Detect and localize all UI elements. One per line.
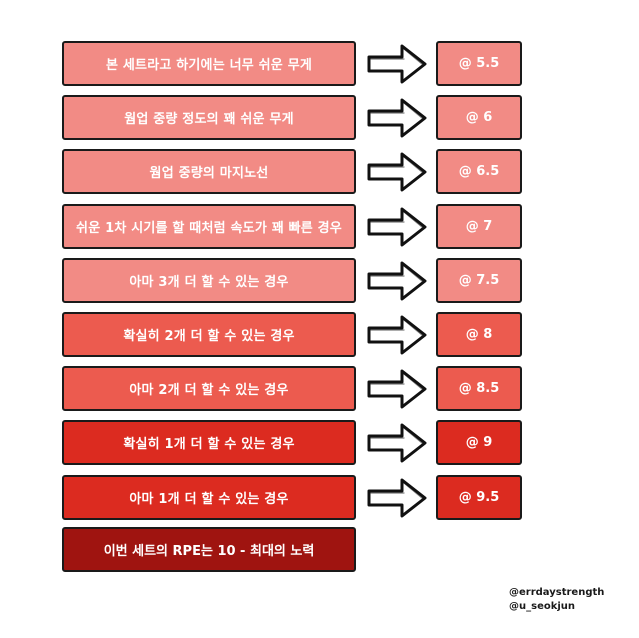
description-label: 아마 2개 더 할 수 있는 경우 (129, 383, 289, 399)
description-label: 확실히 2개 더 할 수 있는 경우 (123, 329, 295, 344)
right-arrow-icon (366, 97, 428, 139)
credit-handle-1: @errdaystrength (509, 587, 605, 598)
rpe-row: 확실히 2개 더 할 수 있는 경우 @ 8 (0, 312, 639, 357)
description-label: 웜업 중량 정도의 꽤 쉬운 무게 (124, 112, 294, 128)
rpe-value-box: @ 9.5 (436, 474, 522, 520)
rpe-value-label: @ 9 (465, 435, 493, 451)
description-label: 아마 1개 더 할 수 있는 경우 (129, 491, 289, 507)
rpe-value-label: @ 8.5 (458, 381, 500, 397)
rpe-value-label: @ 5.5 (458, 56, 500, 71)
description-box: 아마 2개 더 할 수 있는 경우 (62, 366, 356, 412)
credit-handle-2: @u_seokjun (509, 601, 576, 612)
description-label: 웜업 중량의 마지노선 (149, 166, 269, 182)
right-arrow-icon (366, 43, 428, 85)
rpe-value-label: @ 7 (465, 218, 493, 234)
description-box: 쉬운 1차 시기를 할 때처럼 속도가 꽤 빠른 경우 (62, 203, 356, 249)
rpe-value-box: @ 8 (436, 312, 522, 357)
rpe-row: 아마 2개 더 할 수 있는 경우 @ 8.5 (0, 366, 639, 412)
rpe-value-label: @ 7.5 (458, 272, 500, 288)
right-arrow-icon (366, 206, 428, 248)
rpe-value-label: @ 6.5 (458, 164, 500, 180)
rpe-row: 웜업 중량 정도의 꽤 쉬운 무게 @ 6 (0, 95, 639, 141)
rpe-value-box: @ 5.5 (436, 41, 522, 86)
rpe-row: 아마 3개 더 할 수 있는 경우 @ 7.5 (0, 257, 639, 303)
rpe-value-box: @ 8.5 (436, 366, 522, 412)
description-label: 확실히 1개 더 할 수 있는 경우 (123, 437, 295, 453)
description-box: 웜업 중량의 마지노선 (62, 149, 356, 195)
rpe-value-box: @ 6 (436, 95, 522, 141)
rpe-value-label: @ 9.5 (458, 489, 500, 505)
description-box: 아마 3개 더 할 수 있는 경우 (62, 257, 356, 303)
description-box: 확실히 1개 더 할 수 있는 경우 (62, 420, 356, 466)
right-arrow-icon (366, 314, 428, 356)
rpe-10-label: 이번 세트의 RPE는 10 - 최대의 노력 (103, 544, 315, 559)
description-box: 아마 1개 더 할 수 있는 경우 (62, 474, 356, 520)
rpe-value-box: @ 9 (436, 420, 522, 466)
rpe-row: 아마 1개 더 할 수 있는 경우 @ 9.5 (0, 474, 639, 520)
rpe-row: 본 세트라고 하기에는 너무 쉬운 무게 @ 5.5 (0, 41, 639, 86)
rpe-value-label: @ 8 (465, 327, 493, 342)
rpe-value-label: @ 6 (465, 110, 493, 126)
right-arrow-icon (366, 422, 428, 464)
credits: @errdaystrength @u_seokjun (509, 586, 604, 614)
rpe-row: 쉬운 1차 시기를 할 때처럼 속도가 꽤 빠른 경우 @ 7 (0, 203, 639, 249)
rpe-value-box: @ 7.5 (436, 257, 522, 303)
right-arrow-icon (366, 368, 428, 410)
right-arrow-icon (366, 477, 428, 519)
right-arrow-icon (366, 260, 428, 302)
description-label: 쉬운 1차 시기를 할 때처럼 속도가 꽤 빠른 경우 (76, 220, 342, 236)
rpe-value-box: @ 6.5 (436, 149, 522, 195)
rpe-10-box: 이번 세트의 RPE는 10 - 최대의 노력 (62, 527, 356, 572)
description-box: 웜업 중량 정도의 꽤 쉬운 무게 (62, 95, 356, 141)
rpe-row: 웜업 중량의 마지노선 @ 6.5 (0, 149, 639, 195)
rpe-row: 확실히 1개 더 할 수 있는 경우 @ 9 (0, 420, 639, 466)
rpe-value-box: @ 7 (436, 203, 522, 249)
description-box: 본 세트라고 하기에는 너무 쉬운 무게 (62, 41, 356, 86)
description-box: 확실히 2개 더 할 수 있는 경우 (62, 312, 356, 357)
right-arrow-icon (366, 151, 428, 193)
description-label: 아마 3개 더 할 수 있는 경우 (129, 274, 289, 290)
description-label: 본 세트라고 하기에는 너무 쉬운 무게 (105, 58, 313, 73)
